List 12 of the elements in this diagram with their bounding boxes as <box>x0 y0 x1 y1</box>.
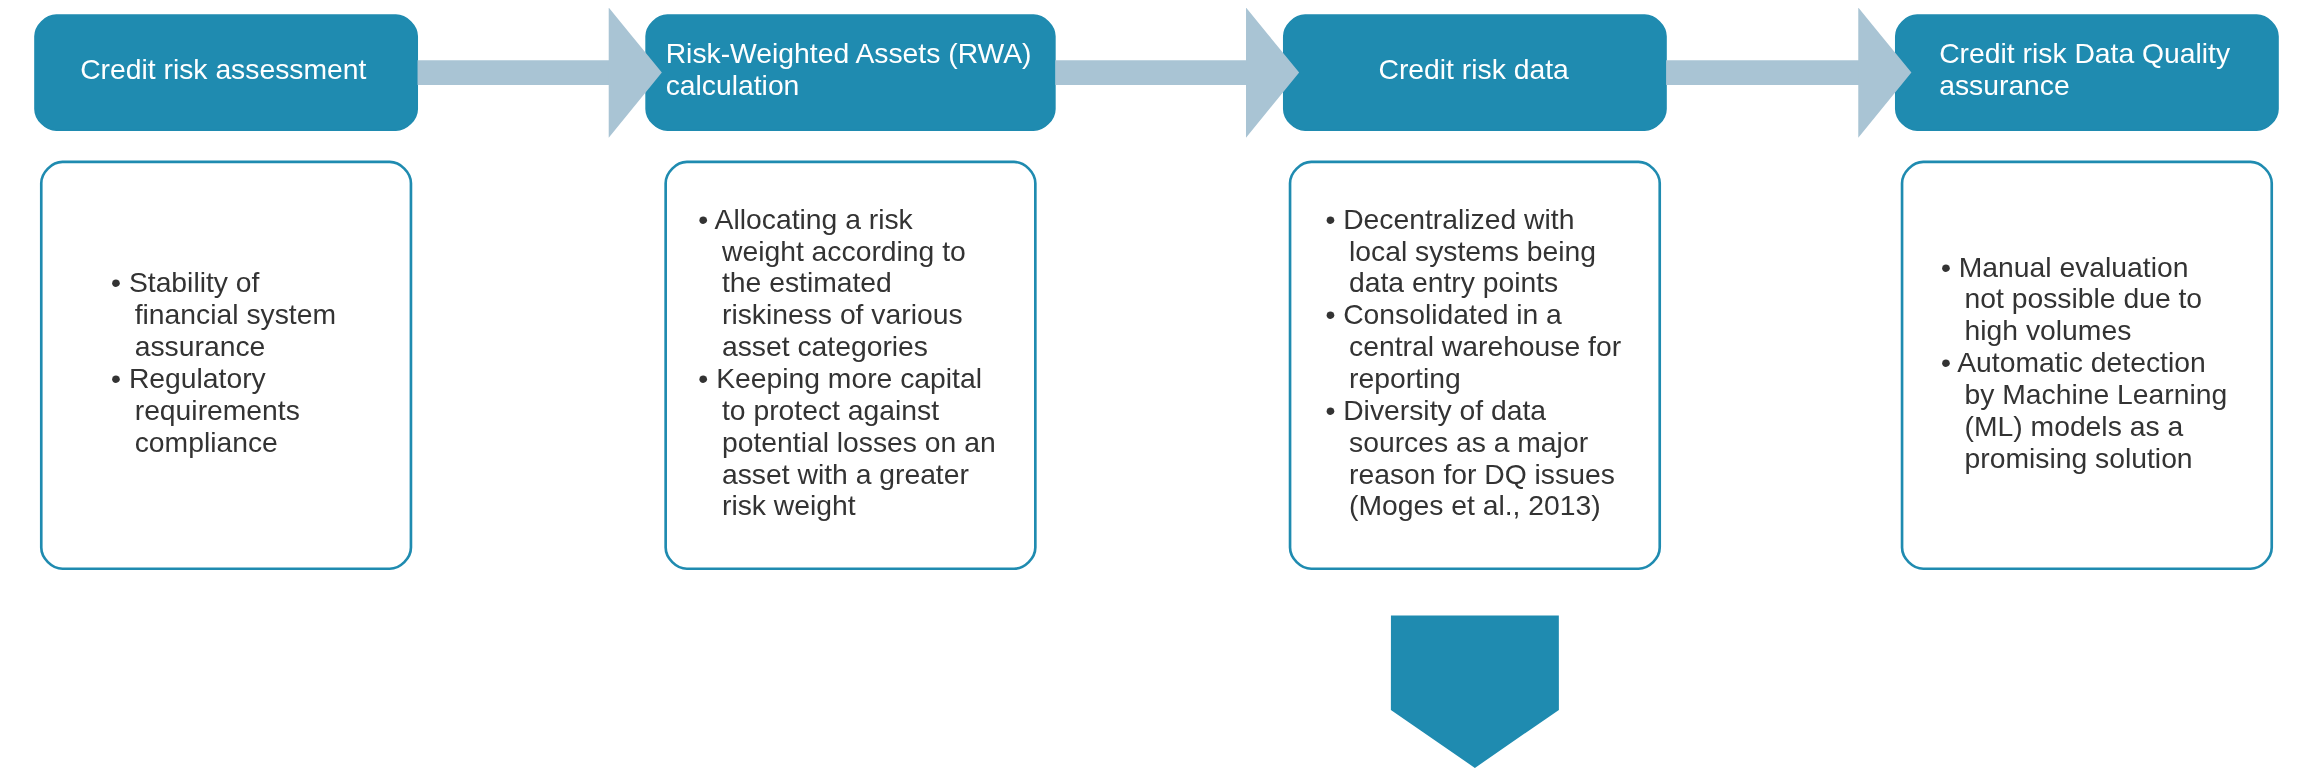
node-box: • Stability of financial system assurance • Regulatory requirements compliance <box>39 160 413 571</box>
arrow <box>417 8 662 138</box>
arrow <box>1666 8 1912 138</box>
node-box: Credit risk assessment <box>34 14 419 131</box>
node-box: • Manual evaluation not possible due to high volumes • Automatic detection by Machine Learning (ML) models as a promising solution <box>1900 160 2274 571</box>
node-arrow <box>1390 615 1559 768</box>
node-box: Credit risk data <box>1282 14 1667 131</box>
arrow <box>1055 8 1300 138</box>
node-box: • Decentralized with local systems being data entry points • Consolidated in a central warehouse for reporting • Diversity of data sources as a major reason for DQ issues (Moges et al., 2013) <box>1288 160 1662 571</box>
node-box: Credit risk Data Quality assurance <box>1894 14 2279 131</box>
node-box: • Allocating a risk weight according to the estimated riskiness of various asset categories • Keeping more capital to protect against potential losses on an asset with a greater risk weight <box>664 160 1037 571</box>
node-box: Risk-Weighted Assets (RWA) calculation <box>645 14 1056 131</box>
